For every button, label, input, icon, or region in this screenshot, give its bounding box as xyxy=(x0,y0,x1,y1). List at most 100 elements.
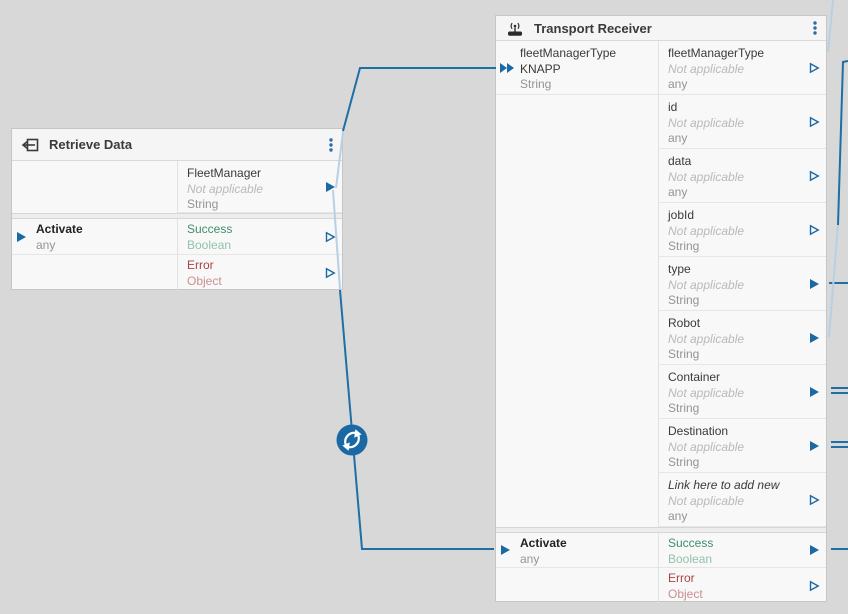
edge-fleetmanager-to-fleetmanagertype xyxy=(342,67,496,132)
port-value: Not applicable xyxy=(668,439,745,454)
port-marker-link-here-to-add-new-hollow[interactable] xyxy=(809,494,820,506)
node-transport-receiver-header[interactable]: Transport Receiver xyxy=(496,16,826,41)
port-value: Not applicable xyxy=(668,61,745,76)
port-marker-destination-filled[interactable] xyxy=(809,440,820,452)
port-type: String xyxy=(520,77,552,91)
kebab-menu-icon[interactable] xyxy=(329,137,333,153)
node-retrieve-data-header[interactable]: Retrieve Data xyxy=(12,129,342,161)
port-type: Object xyxy=(668,586,703,601)
port-value: Not applicable xyxy=(668,277,745,292)
port-marker-error-hollow[interactable] xyxy=(809,580,820,592)
port-name: Error xyxy=(187,258,214,272)
port-name: Activate xyxy=(520,536,567,550)
loop-badge[interactable] xyxy=(336,424,368,456)
port-marker-activate-filled[interactable] xyxy=(16,231,27,243)
port-type: any xyxy=(668,131,688,145)
port-type: String xyxy=(668,293,700,307)
port-value: Not applicable xyxy=(187,181,264,196)
port-name: type xyxy=(668,262,691,276)
edge-from-top xyxy=(827,0,834,53)
port-value: Not applicable xyxy=(668,331,745,346)
port-type: Object xyxy=(187,273,222,288)
control-input-empty xyxy=(496,568,659,603)
port-value: Not applicable xyxy=(668,493,745,508)
port-marker-fleetmanager-filled[interactable] xyxy=(325,181,336,193)
control-input-empty xyxy=(12,255,178,291)
port-value: KNAPP xyxy=(520,61,561,76)
port-marker-jobid-hollow[interactable] xyxy=(809,224,820,236)
return-arrow-icon xyxy=(21,138,39,151)
port-type: String xyxy=(668,455,700,469)
edge-robot-out-upper xyxy=(837,60,848,226)
port-name: Error xyxy=(668,571,695,585)
port-name: Link here to add new xyxy=(668,478,780,492)
section-separator xyxy=(12,213,342,219)
port-name: data xyxy=(668,154,692,168)
port-marker-type-filled[interactable] xyxy=(809,278,820,290)
port-marker-container-filled[interactable] xyxy=(809,386,820,398)
port-type: Boolean xyxy=(668,551,713,566)
port-marker-activate-filled[interactable] xyxy=(500,544,511,556)
node-title: Transport Receiver xyxy=(534,20,652,36)
port-value: Not applicable xyxy=(668,169,745,184)
port-value: Not applicable xyxy=(668,115,745,130)
port-name: fleetManagerType xyxy=(520,46,617,60)
port-name: fleetManagerType xyxy=(668,46,765,60)
port-type: any xyxy=(668,77,688,91)
port-marker-fleetmanagertype-hollow[interactable] xyxy=(809,62,820,74)
port-marker-fleetmanagertype-filled[interactable] xyxy=(499,62,515,74)
port-value: Not applicable xyxy=(668,385,745,400)
port-name: Success xyxy=(187,222,233,236)
port-name: Container xyxy=(668,370,721,384)
input-column xyxy=(12,161,178,213)
port-type: String xyxy=(668,239,700,253)
port-name: id xyxy=(668,100,678,114)
port-marker-data-hollow[interactable] xyxy=(809,170,820,182)
kebab-menu-icon[interactable] xyxy=(813,20,817,36)
antenna-broadcast-icon xyxy=(508,22,522,36)
edge-robot-out-lower xyxy=(828,224,839,338)
port-type: any xyxy=(520,551,540,566)
port-marker-success-hollow[interactable] xyxy=(325,231,336,243)
port-type: any xyxy=(36,237,56,252)
port-name: jobId xyxy=(668,208,695,222)
port-name: FleetManager xyxy=(187,166,262,180)
port-marker-robot-filled[interactable] xyxy=(809,332,820,344)
port-type: Boolean xyxy=(187,237,232,252)
port-name: Destination xyxy=(668,424,729,438)
port-marker-error-hollow[interactable] xyxy=(325,267,336,279)
port-marker-id-hollow[interactable] xyxy=(809,116,820,128)
port-marker-success-filled[interactable] xyxy=(809,544,820,556)
port-name: Success xyxy=(668,536,714,550)
port-name: Robot xyxy=(668,316,701,330)
